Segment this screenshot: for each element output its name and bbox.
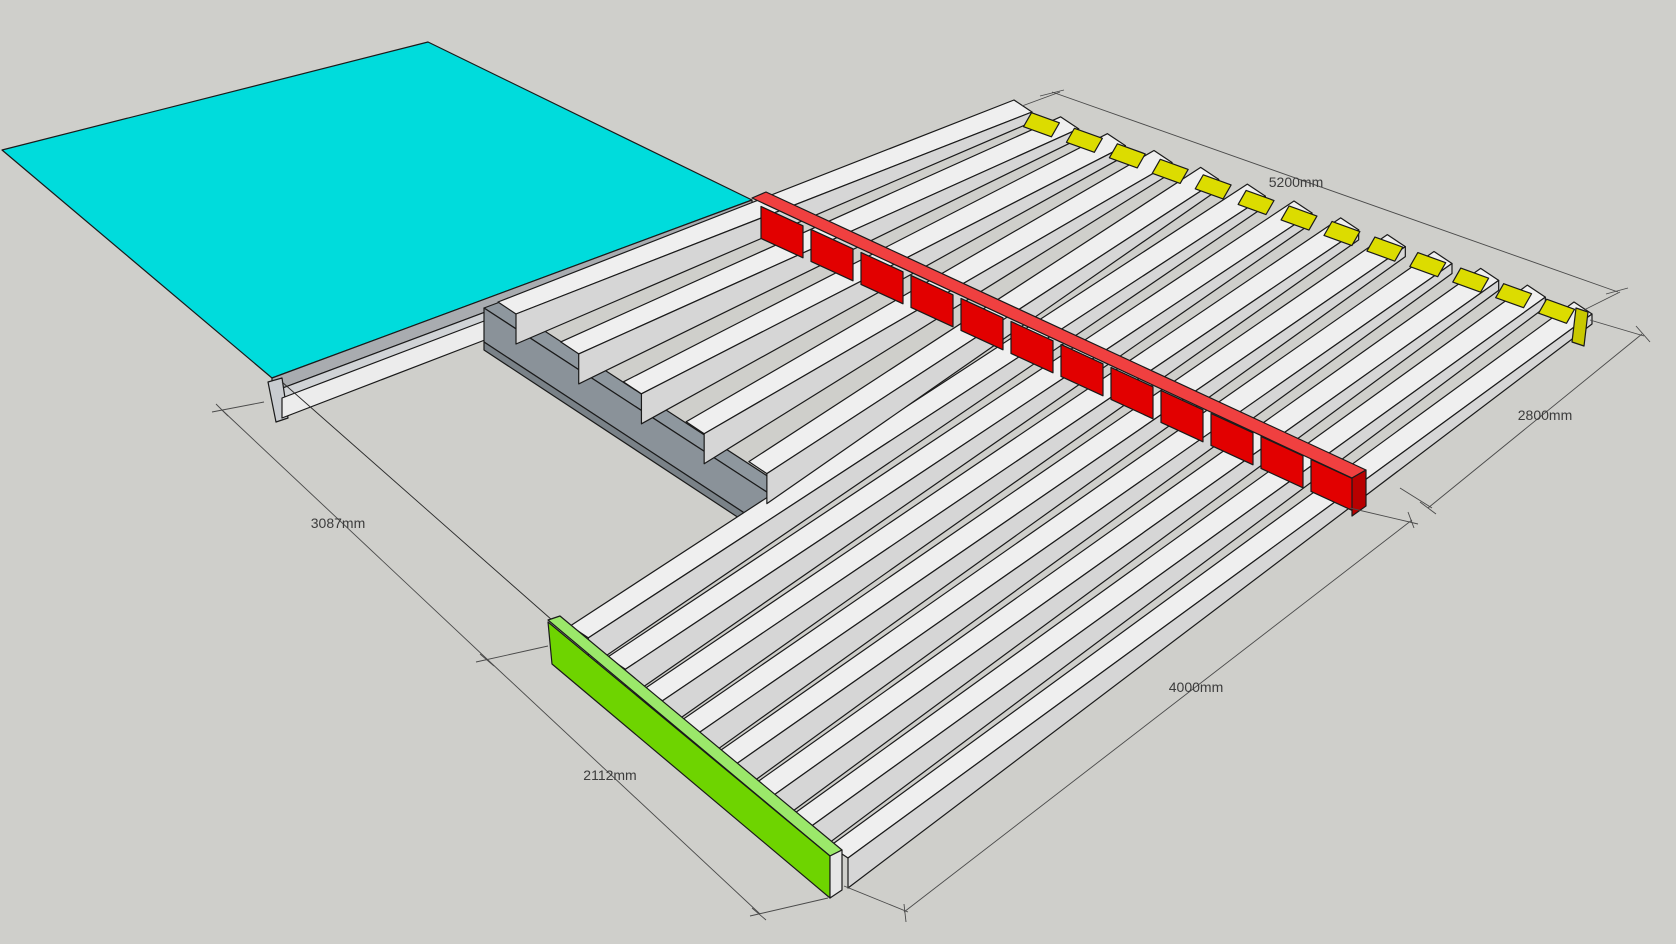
end-blocks <box>1022 112 1589 347</box>
end-block <box>1495 283 1533 309</box>
end-block <box>1409 251 1447 278</box>
end-block <box>1065 127 1103 153</box>
end-block <box>1022 112 1061 138</box>
dim-label-bottom-length: 4000mm <box>1169 679 1223 695</box>
joist-group <box>497 99 1593 889</box>
dimension-2112: 2112mm <box>487 659 829 921</box>
dimension-3087: 3087mm <box>211 401 549 667</box>
header-block <box>1160 389 1204 443</box>
header-end-face <box>1351 469 1367 517</box>
header-block <box>910 274 954 328</box>
end-block <box>1366 236 1404 262</box>
end-block <box>1151 158 1189 185</box>
header-block <box>1060 343 1104 397</box>
dimension-5200: 5200mm <box>1021 89 1629 311</box>
dim-label-bottom-width: 2112mm <box>583 767 636 783</box>
end-block <box>1452 267 1490 293</box>
dimension-2800: 2800mm <box>1399 319 1651 515</box>
header-block <box>1210 412 1254 466</box>
end-block <box>1280 205 1318 231</box>
header-block <box>960 297 1004 351</box>
dim-label-left-depth: 3087mm <box>311 515 365 531</box>
end-block <box>1323 220 1361 247</box>
rim-beam <box>547 615 843 899</box>
header-block <box>1110 366 1154 420</box>
header-block <box>860 251 904 305</box>
dim-label-top-length: 5200mm <box>1269 174 1323 190</box>
header-block <box>1260 435 1304 489</box>
dim-label-right-width: 2800mm <box>1518 407 1572 423</box>
header-block <box>1010 320 1054 374</box>
dimension-4000: 4000mm <box>843 507 1419 923</box>
header-block <box>760 205 804 259</box>
rim-beam-end <box>829 849 843 899</box>
end-rim-face <box>1571 307 1589 347</box>
header-beam <box>751 191 1367 517</box>
end-block <box>1108 143 1146 169</box>
guide-line <box>281 381 553 621</box>
end-block <box>1194 174 1232 200</box>
end-block <box>1537 298 1576 324</box>
end-block <box>1237 189 1275 216</box>
header-block <box>810 228 854 282</box>
